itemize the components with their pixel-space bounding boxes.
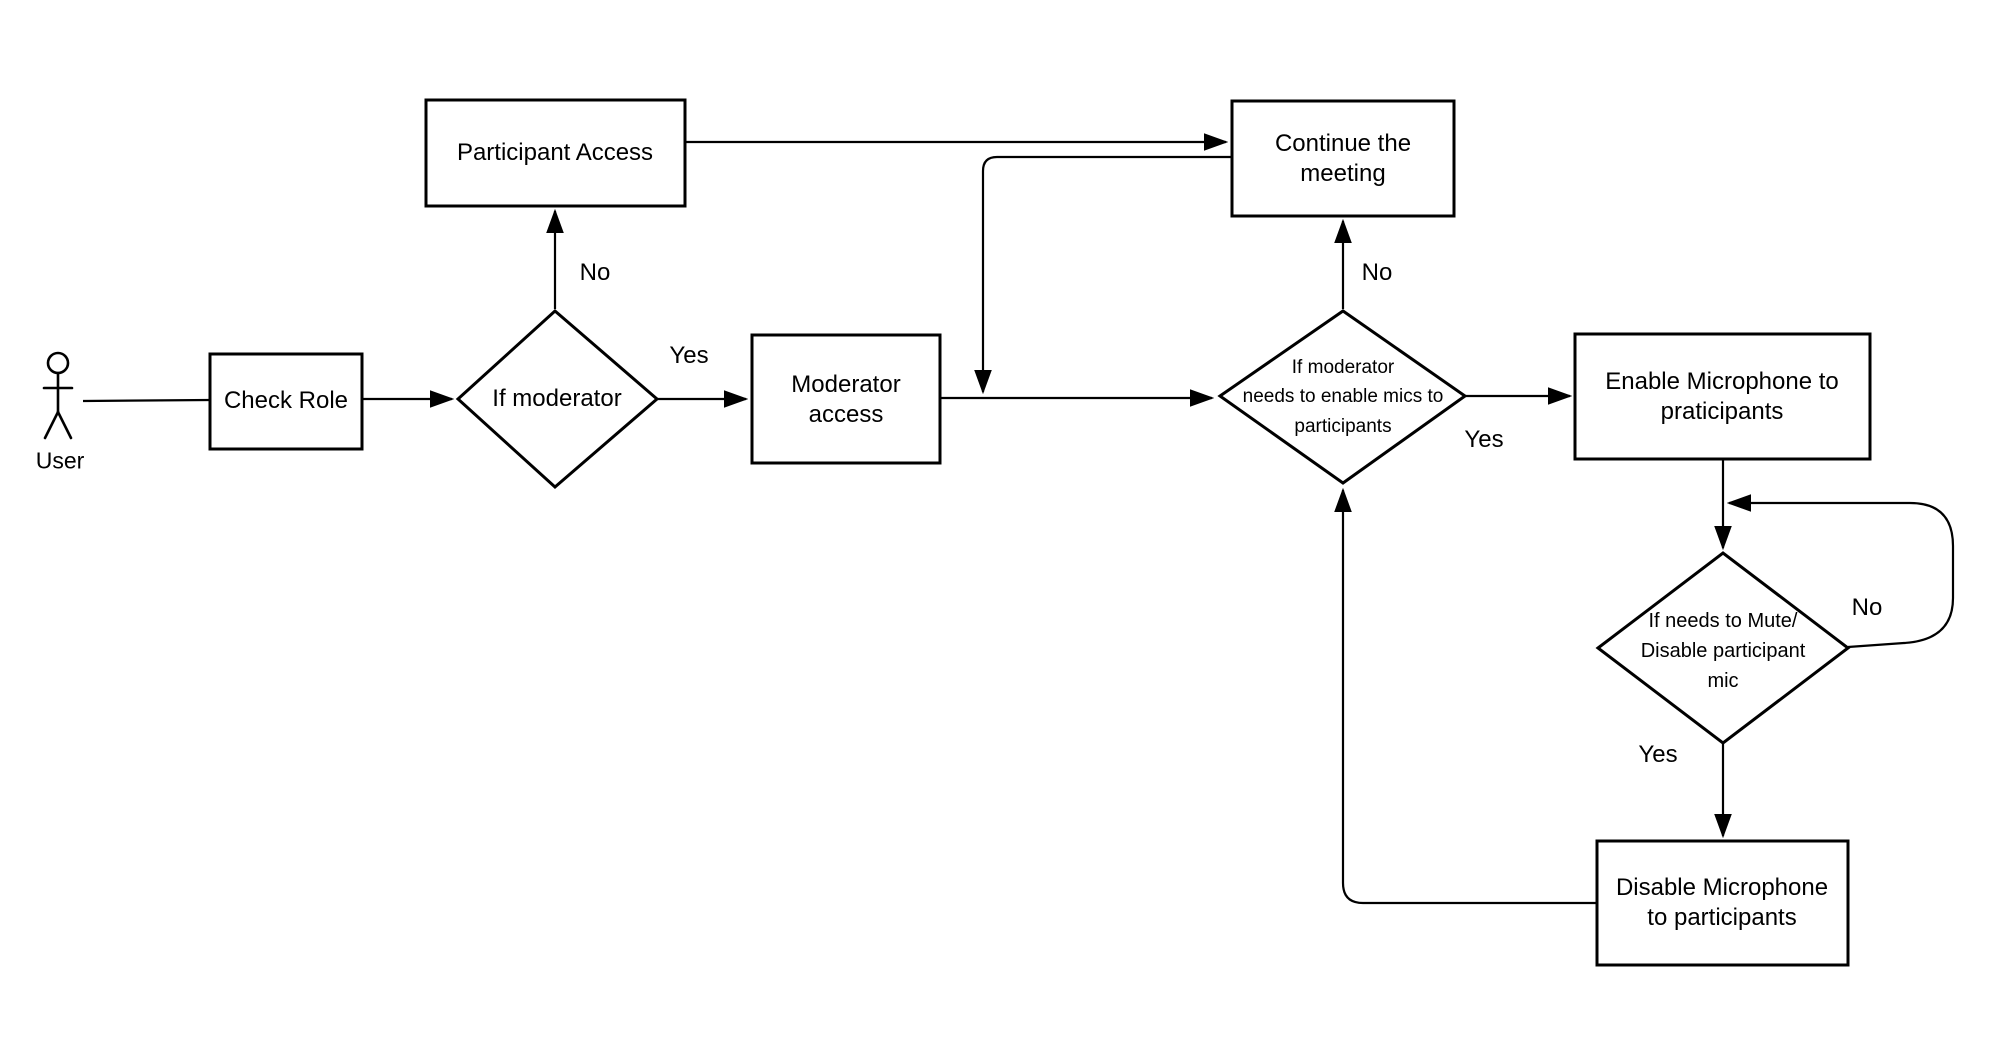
edge-label-no-if-needs-mute: No xyxy=(1851,594,1883,621)
moderator-access-label: Moderator access xyxy=(791,371,901,428)
edge-label-yes-if-moderator: Yes xyxy=(669,342,709,369)
enable-microphone-label: Enable Microphone to praticipants xyxy=(1605,368,1839,425)
edge-continue-meeting-loop-down xyxy=(974,155,1232,395)
if-moderator-needs-label: If moderator needs to enable mics to par… xyxy=(1242,356,1444,437)
continue-meeting-label: Continue the meeting xyxy=(1274,130,1412,187)
if-needs-mute-label: If needs to Mute/ Disable participant mi… xyxy=(1640,610,1806,692)
disable-microphone-box xyxy=(1595,839,1850,967)
enable-microphone-box xyxy=(1573,332,1872,461)
if-needs-mute-diamond xyxy=(1595,551,1851,745)
edge-label-no-if-moderator-needs: No xyxy=(1361,259,1393,286)
edge-user-to-check-role xyxy=(82,398,211,403)
check-role-box xyxy=(208,352,364,451)
participant-access-label: Participant Access xyxy=(456,139,654,166)
edge-disable-microphone-to-if-moderator-needs xyxy=(1334,487,1597,905)
edge-label-yes-if-needs-mute: Yes xyxy=(1638,741,1678,768)
if-moderator-diamond xyxy=(455,308,660,490)
edge-label-yes-if-moderator-needs: Yes xyxy=(1464,426,1504,453)
edge-if-needs-mute-no-loop xyxy=(1726,494,1955,649)
edge-label-no-if-moderator: No xyxy=(579,259,611,286)
if-moderator-label: If moderator xyxy=(492,385,622,412)
if-moderator-needs-diamond xyxy=(1217,309,1468,485)
disable-microphone-label: Disable Microphone to participants xyxy=(1615,874,1829,931)
user-actor-icon xyxy=(42,351,74,440)
participant-access-box xyxy=(424,98,687,208)
check-role-label: Check Role xyxy=(223,387,349,414)
moderator-access-box xyxy=(750,333,942,465)
user-actor-label: User xyxy=(35,447,85,474)
continue-meeting-box xyxy=(1230,99,1456,218)
